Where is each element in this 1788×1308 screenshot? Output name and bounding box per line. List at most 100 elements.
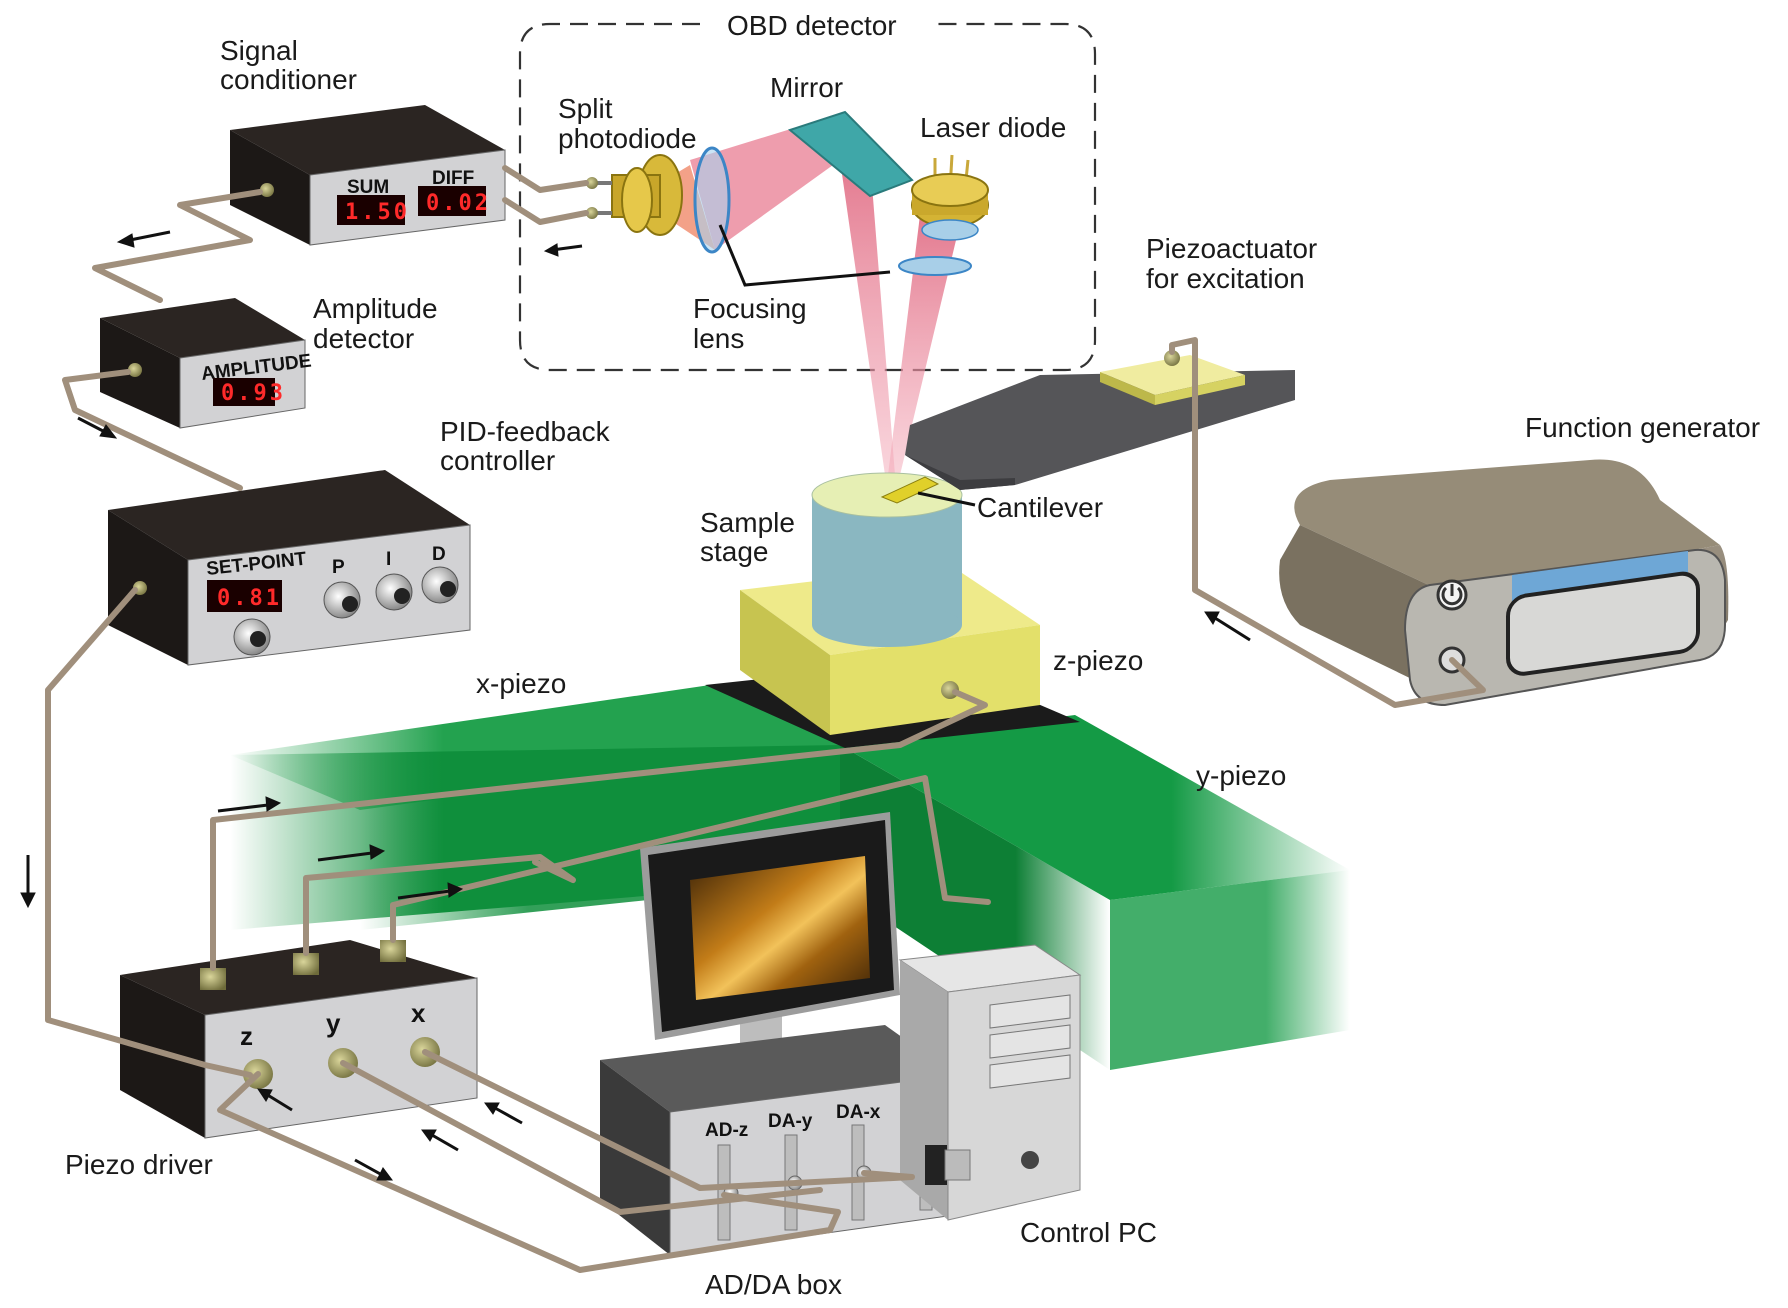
adda-box-label: AD/DA box: [705, 1269, 842, 1300]
diff-label: DIFF: [432, 168, 474, 189]
arrow-icon-z-out: [217, 796, 282, 813]
cantilever-label: Cantilever: [977, 492, 1103, 523]
cable-driver-y-to-day: [340, 1060, 823, 1215]
control-pc: [898, 944, 1082, 1221]
obd-detector-group: OBD detector Mirror Split photodiode: [518, 10, 1097, 475]
monitor: [640, 812, 900, 1085]
amplitude-detector: AMPLITUDE 0.93: [100, 298, 313, 429]
piezoactuator-connector: [1164, 350, 1180, 366]
arrow-icon-driver-z: [257, 1088, 293, 1112]
diff-display: [418, 186, 486, 216]
focusing-lens-leader: [718, 224, 891, 287]
pc-power-button: [1021, 1151, 1039, 1169]
amplitude-detector-label-1: Amplitude: [313, 293, 438, 324]
signal-conditioner-label-2: conditioner: [220, 64, 357, 95]
sum-label: SUM: [347, 177, 389, 198]
arrow-icon-amp-out: [77, 416, 118, 439]
cantilever: [880, 476, 940, 504]
z-input-connector: [200, 968, 226, 990]
da-x-label: DA-x: [836, 1102, 881, 1123]
focusing-lens-label-1: Focusing: [693, 293, 807, 324]
amplitude-value: 0.93: [221, 381, 286, 406]
cable-photodiode-top: [502, 165, 589, 193]
signal-conditioner: SUM 1.50 DIFF 0.02: [230, 105, 506, 246]
p-label: P: [332, 557, 345, 578]
laser-beam-down-right: [888, 215, 962, 475]
i-label: I: [386, 549, 391, 570]
cable-sc-to-amp: [92, 189, 263, 303]
laser-beam-down-left: [840, 160, 895, 475]
focusing-lens-laser: [898, 256, 972, 276]
arrow-icon-photodiode: [543, 243, 583, 257]
cable-fg-to-piezoactuator: [1169, 337, 1486, 708]
laser-diode: [911, 154, 989, 241]
piezoactuator-label-1: Piezoactuator: [1146, 233, 1317, 264]
obd-dashed-border: [518, 22, 1097, 372]
arrow-icon-adda-y: [421, 1129, 459, 1152]
cable-pid-to-driver: [45, 587, 253, 1078]
function-generator-keypad: [1506, 571, 1700, 676]
amplitude-display: [213, 378, 275, 406]
piezoactuator-label-2: for excitation: [1146, 263, 1305, 294]
pid-controller-label-2: controller: [440, 445, 555, 476]
z-axis-label: z: [240, 1021, 253, 1051]
signal-arrows: [20, 230, 1251, 1181]
d-label: D: [432, 544, 446, 565]
z-piezo-label: z-piezo: [1053, 645, 1143, 676]
focusing-lens-label-2: lens: [693, 323, 744, 354]
pc-usb-plug: [925, 1145, 947, 1185]
signal-conditioner-label-1: Signal: [220, 35, 298, 66]
y-axis-label: y: [326, 1008, 341, 1038]
signal-conditioner-connector: [260, 183, 274, 197]
amplitude-detector-label-2: detector: [313, 323, 414, 354]
control-pc-label: Control PC: [1020, 1217, 1157, 1248]
cable-driver-z-to-adz: [217, 1071, 841, 1273]
sample-stage-label-2: stage: [700, 536, 769, 567]
piezoactuator: [1100, 350, 1245, 405]
pid-controller-label-1: PID-feedback: [440, 416, 611, 447]
function-generator-label: Function generator: [1525, 412, 1760, 443]
cable-photodiode-bottom: [502, 197, 589, 225]
amplitude-connector: [128, 363, 142, 377]
ad-z-label: AD-z: [705, 1120, 748, 1141]
cable-driver-z: [210, 689, 988, 971]
x-piezo-label: x-piezo: [476, 668, 566, 699]
function-generator: [1279, 459, 1729, 707]
cantilever-holder: [905, 370, 1295, 490]
split-photodiode: [586, 154, 683, 236]
arrow-icon-fg-out: [1204, 611, 1251, 642]
piezo-driver-label: Piezo driver: [65, 1149, 213, 1180]
setpoint-value: 0.81: [217, 586, 282, 611]
split-photodiode-label-2: photodiode: [558, 123, 697, 154]
laser-diode-label: Laser diode: [920, 112, 1066, 143]
arrow-icon-y-out: [317, 844, 386, 862]
arrow-icon-pid-out: [20, 855, 36, 909]
x-input-connector: [380, 940, 406, 962]
cables: [45, 165, 1486, 1273]
cantilever-leader: [917, 491, 976, 507]
sample-stage-label-1: Sample: [700, 507, 795, 538]
split-photodiode-label-1: Split: [558, 93, 613, 124]
setpoint-display: [207, 580, 282, 612]
cable-driver-x-to-dax: [422, 1049, 915, 1191]
obd-detector-label: OBD detector: [727, 10, 897, 41]
pid-controller: SET-POINT 0.81 P I D: [108, 470, 471, 666]
mirror-label: Mirror: [770, 72, 843, 103]
cable-driver-x: [390, 775, 991, 943]
y-input-connector: [293, 953, 319, 975]
cable-driver-y: [303, 854, 576, 956]
sum-value: 1.50: [345, 200, 410, 225]
sum-display: [337, 195, 405, 225]
diff-value: 0.02: [426, 191, 491, 216]
arrow-icon-sc-out: [116, 230, 171, 248]
cable-amp-to-pid: [62, 369, 243, 491]
y-piezo-label: y-piezo: [1196, 760, 1286, 791]
arrow-icon-adda-x: [484, 1102, 523, 1125]
mirror: [787, 110, 914, 198]
da-y-label: DA-y: [768, 1111, 813, 1132]
x-axis-label: x: [411, 998, 426, 1028]
arrow-icon-x-out: [397, 882, 464, 900]
afm-image: [690, 856, 870, 1000]
arrow-icon-driver-y: [354, 1158, 393, 1181]
